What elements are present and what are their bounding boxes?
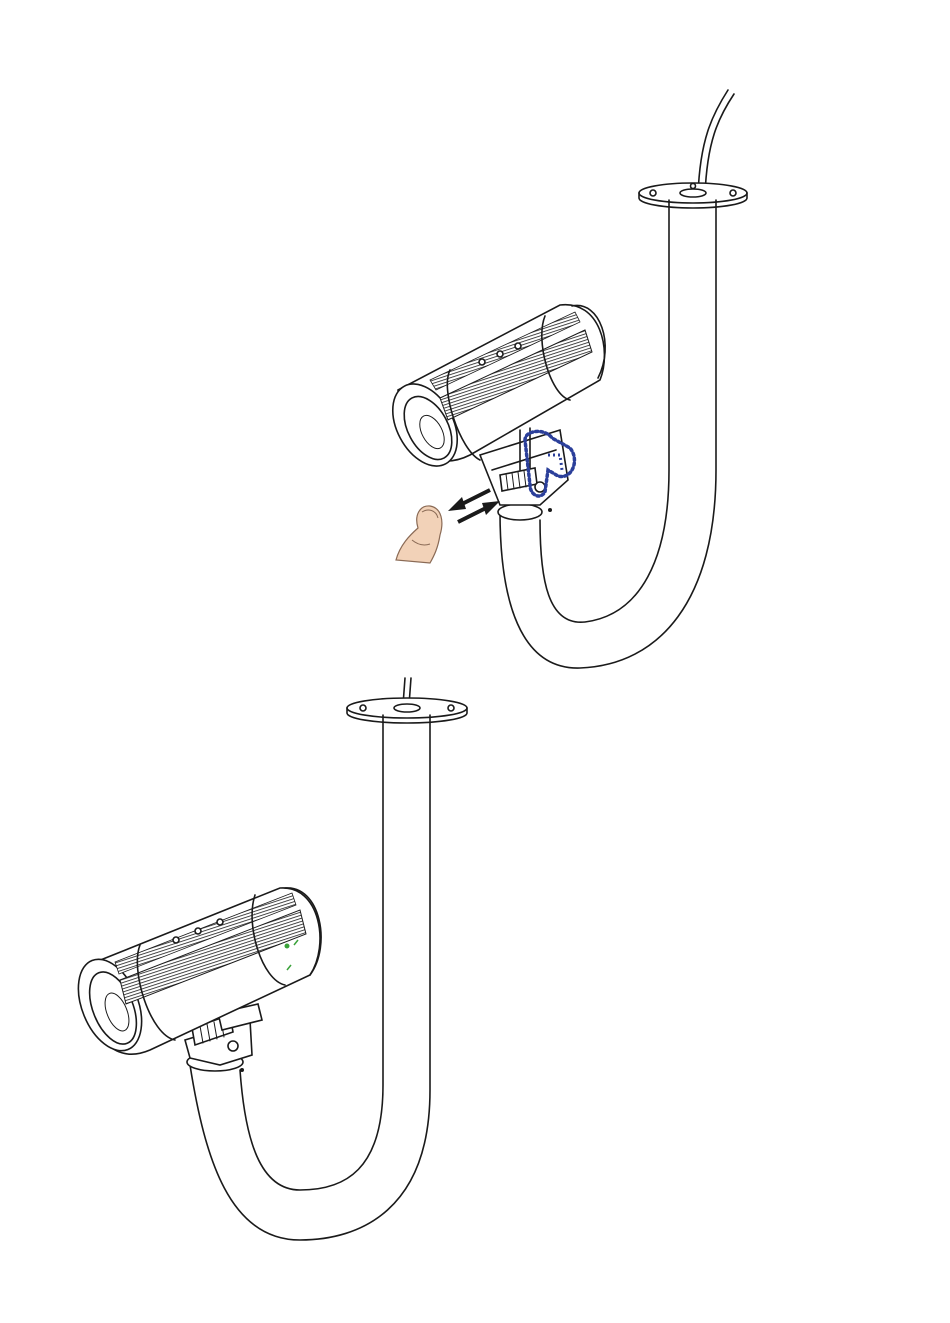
push-pull-arrows: [448, 490, 500, 522]
figure-step-2: [66, 678, 467, 1240]
thumb-icon: [396, 506, 442, 563]
ceiling-plate-2: [347, 698, 467, 723]
cable-top-1: [698, 90, 728, 195]
ceiling-plate-1: [639, 183, 747, 208]
figure-step-1: [380, 90, 747, 668]
